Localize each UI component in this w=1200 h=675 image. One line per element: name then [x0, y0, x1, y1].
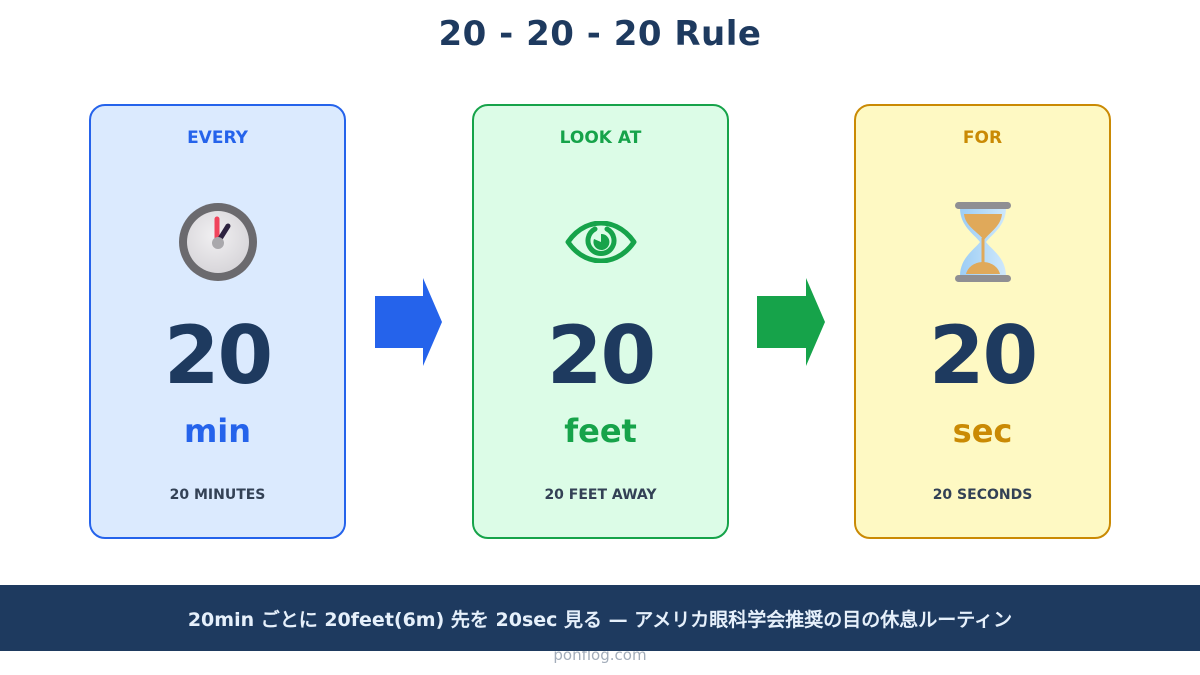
card-description: 20 SECONDS: [932, 487, 1033, 503]
page-title: 20 - 20 - 20 Rule: [438, 14, 762, 54]
card-number: 20: [546, 309, 656, 402]
card-label: LOOK AT: [559, 128, 642, 148]
card-look-at: LOOK AT 20 feet 20 FEET AWAY: [472, 104, 729, 539]
summary-banner: 20min ごとに 20feet(6m) 先を 20sec 見る — アメリカ眼…: [0, 585, 1200, 651]
eye-icon: [474, 202, 727, 282]
arrow-right-icon: [757, 278, 825, 366]
card-description: 20 MINUTES: [169, 487, 266, 503]
card-number: 20: [928, 309, 1038, 402]
card-for: FOR 20 sec 20 SECONDS: [854, 104, 1111, 539]
card-unit: feet: [564, 412, 637, 450]
arrow-right-icon: [375, 278, 442, 366]
card-label: FOR: [962, 128, 1003, 148]
card-label: EVERY: [187, 128, 248, 148]
card-every: EVERY 20 min 20 MINUTES: [89, 104, 346, 539]
hourglass-icon: [856, 202, 1109, 282]
clock-icon: [91, 202, 344, 282]
card-description: 20 FEET AWAY: [544, 487, 657, 503]
card-number: 20: [163, 309, 273, 402]
card-unit: min: [183, 412, 252, 450]
card-unit: sec: [952, 412, 1013, 450]
banner-text: 20min ごとに 20feet(6m) 先を 20sec 見る — アメリカ眼…: [187, 608, 1013, 631]
